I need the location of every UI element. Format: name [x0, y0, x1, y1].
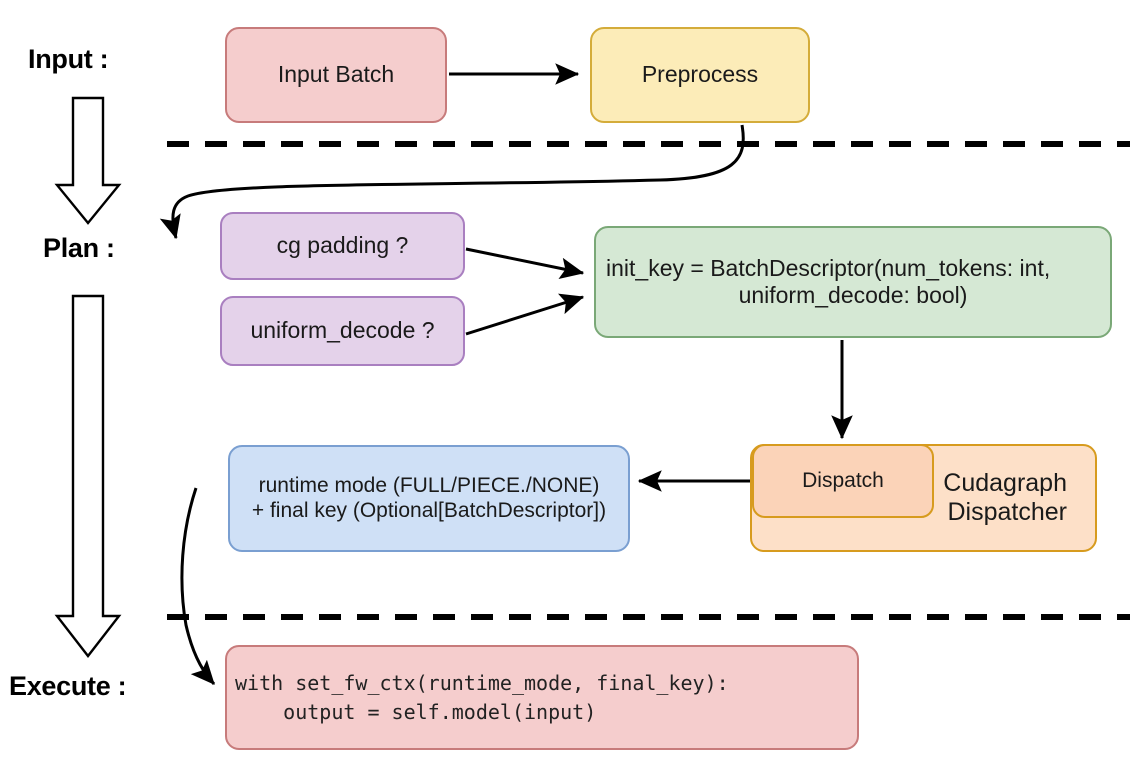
edge-runtime-mode-to-code-block [180, 487, 216, 685]
code-line-1: with set_fw_ctx(runtime_mode, final_key)… [235, 670, 729, 695]
node-dispatch-label: Dispatch [802, 468, 884, 492]
node-uniform-decode-label: uniform_decode ? [250, 317, 435, 344]
stage-label-input: Input : [28, 44, 109, 74]
node-init-key-line1: init_key = BatchDescriptor(num_tokens: i… [606, 254, 1051, 281]
node-code-block[interactable]: with set_fw_ctx(runtime_mode, final_key)… [225, 645, 859, 750]
node-runtime-mode[interactable]: runtime mode (FULL/PIECE./NONE) + final … [228, 445, 630, 552]
stage-label-plan: Plan : [43, 233, 115, 263]
node-input-batch[interactable]: Input Batch [225, 27, 447, 123]
node-runtime-mode-line1: runtime mode (FULL/PIECE./NONE) [258, 473, 600, 497]
edge-cg-padding-to-init-key [465, 247, 585, 279]
node-runtime-mode-line2: + final key (Optional[BatchDescriptor]) [251, 498, 607, 522]
plan-to-execute-block-arrow [54, 294, 122, 658]
node-preprocess-label: Preprocess [641, 61, 759, 88]
node-preprocess[interactable]: Preprocess [590, 27, 810, 123]
node-cg-padding-label: cg padding ? [276, 232, 409, 259]
node-cg-padding[interactable]: cg padding ? [220, 212, 465, 280]
input-to-plan-block-arrow [54, 96, 122, 225]
node-dispatch[interactable]: Dispatch [752, 444, 934, 518]
code-line-2: output = self.model(input) [235, 699, 597, 724]
node-init-key-line2: uniform_decode: bool) [738, 282, 968, 308]
stage-label-execute: Execute : [9, 671, 127, 701]
node-cudagraph-dispatcher-line2: Dispatcher [947, 498, 1068, 526]
node-init-key[interactable]: init_key = BatchDescriptor(num_tokens: i… [594, 226, 1112, 338]
node-uniform-decode[interactable]: uniform_decode ? [220, 296, 465, 366]
node-input-batch-label: Input Batch [277, 61, 395, 88]
edge-preprocess-to-cg-padding [159, 124, 745, 240]
node-cudagraph-dispatcher-line1: Cudagraph [943, 468, 1067, 497]
edge-uniform-decode-to-init-key [465, 293, 585, 336]
